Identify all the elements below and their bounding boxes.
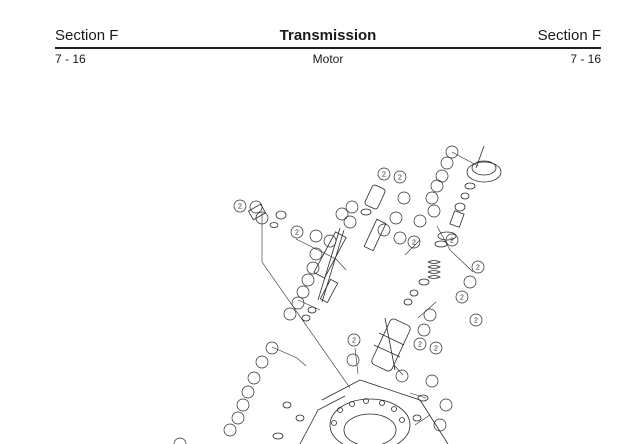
page-title: Transmission [279,27,377,44]
callout-2-k: 2 [382,172,386,179]
cap-assembly-right [435,146,501,247]
callout-2-c: 2 [398,175,402,182]
spring-spool-group [370,261,440,373]
callout-2-a: 2 [238,204,242,211]
page-subheader: 7 - 16 Motor 7 - 16 [55,52,601,66]
motor-housing [273,380,448,444]
section-label-left: Section F [55,27,119,44]
page-header: Section F Transmission Section F [55,26,601,46]
callout-digits: 2 2 2 2 2 2 2 2 2 2 2 2 [238,172,480,353]
callout-2-e: 2 [474,318,478,325]
callout-2-b: 2 [295,230,299,237]
callout-2-l: 2 [418,342,422,349]
leader-lines [262,152,478,425]
valve-stack-left [248,184,386,321]
page-number-right: 7 - 16 [570,52,601,66]
callouts [174,146,484,444]
callout-2-g: 2 [434,346,438,353]
page-number-left: 7 - 16 [55,52,86,66]
callout-2-d: 2 [450,238,454,245]
callout-2-j: 2 [460,295,464,302]
page-subtitle: Motor [312,52,344,66]
header-rule [55,47,601,49]
callout-2-h: 2 [412,240,416,247]
section-label-right: Section F [537,27,601,44]
callout-2-f: 2 [352,338,356,345]
callout-2-i: 2 [476,265,480,272]
